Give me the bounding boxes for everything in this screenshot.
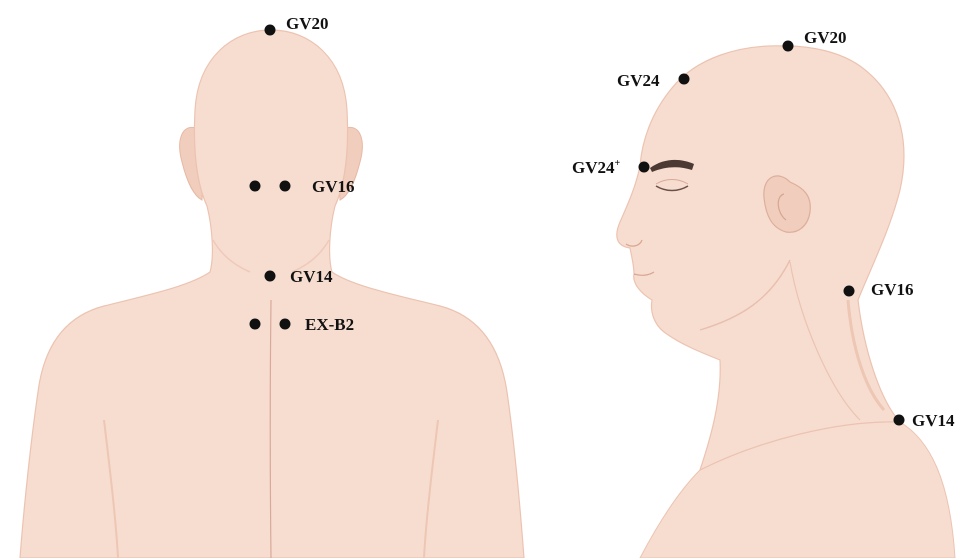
acupoint-dot xyxy=(250,319,261,330)
acupoint-dot xyxy=(280,181,291,192)
acupoint-label: GV24+ xyxy=(572,158,621,177)
acupoint-label: GV14 xyxy=(290,267,333,286)
acupoint-label: GV20 xyxy=(286,14,329,33)
acupoint-dot xyxy=(844,286,855,297)
acupoint-back-view-gv20: GV20 xyxy=(265,14,329,36)
acupoint-dot xyxy=(783,41,794,52)
acupoint-label: GV20 xyxy=(804,28,847,47)
side-view-figure xyxy=(617,46,955,558)
acupoint-dot xyxy=(679,74,690,85)
acupoint-dot xyxy=(639,162,650,173)
acupoint-dot xyxy=(265,25,276,36)
acupoint-label: GV16 xyxy=(871,280,914,299)
acupoint-label: GV14 xyxy=(912,411,955,430)
acupoint-dot xyxy=(250,181,261,192)
back-view-figure xyxy=(20,30,524,558)
acupoint-label: EX-B2 xyxy=(305,315,354,334)
side-head-silhouette xyxy=(617,46,904,470)
side-shoulder xyxy=(640,422,955,558)
acupoint-label: GV24 xyxy=(617,71,660,90)
acupoint-label-superscript: + xyxy=(615,158,621,169)
acupoint-label: GV16 xyxy=(312,177,355,196)
acupoint-dot xyxy=(265,271,276,282)
back-body-silhouette xyxy=(20,30,524,558)
acupoint-dot xyxy=(280,319,291,330)
acupoint-dot xyxy=(894,415,905,426)
